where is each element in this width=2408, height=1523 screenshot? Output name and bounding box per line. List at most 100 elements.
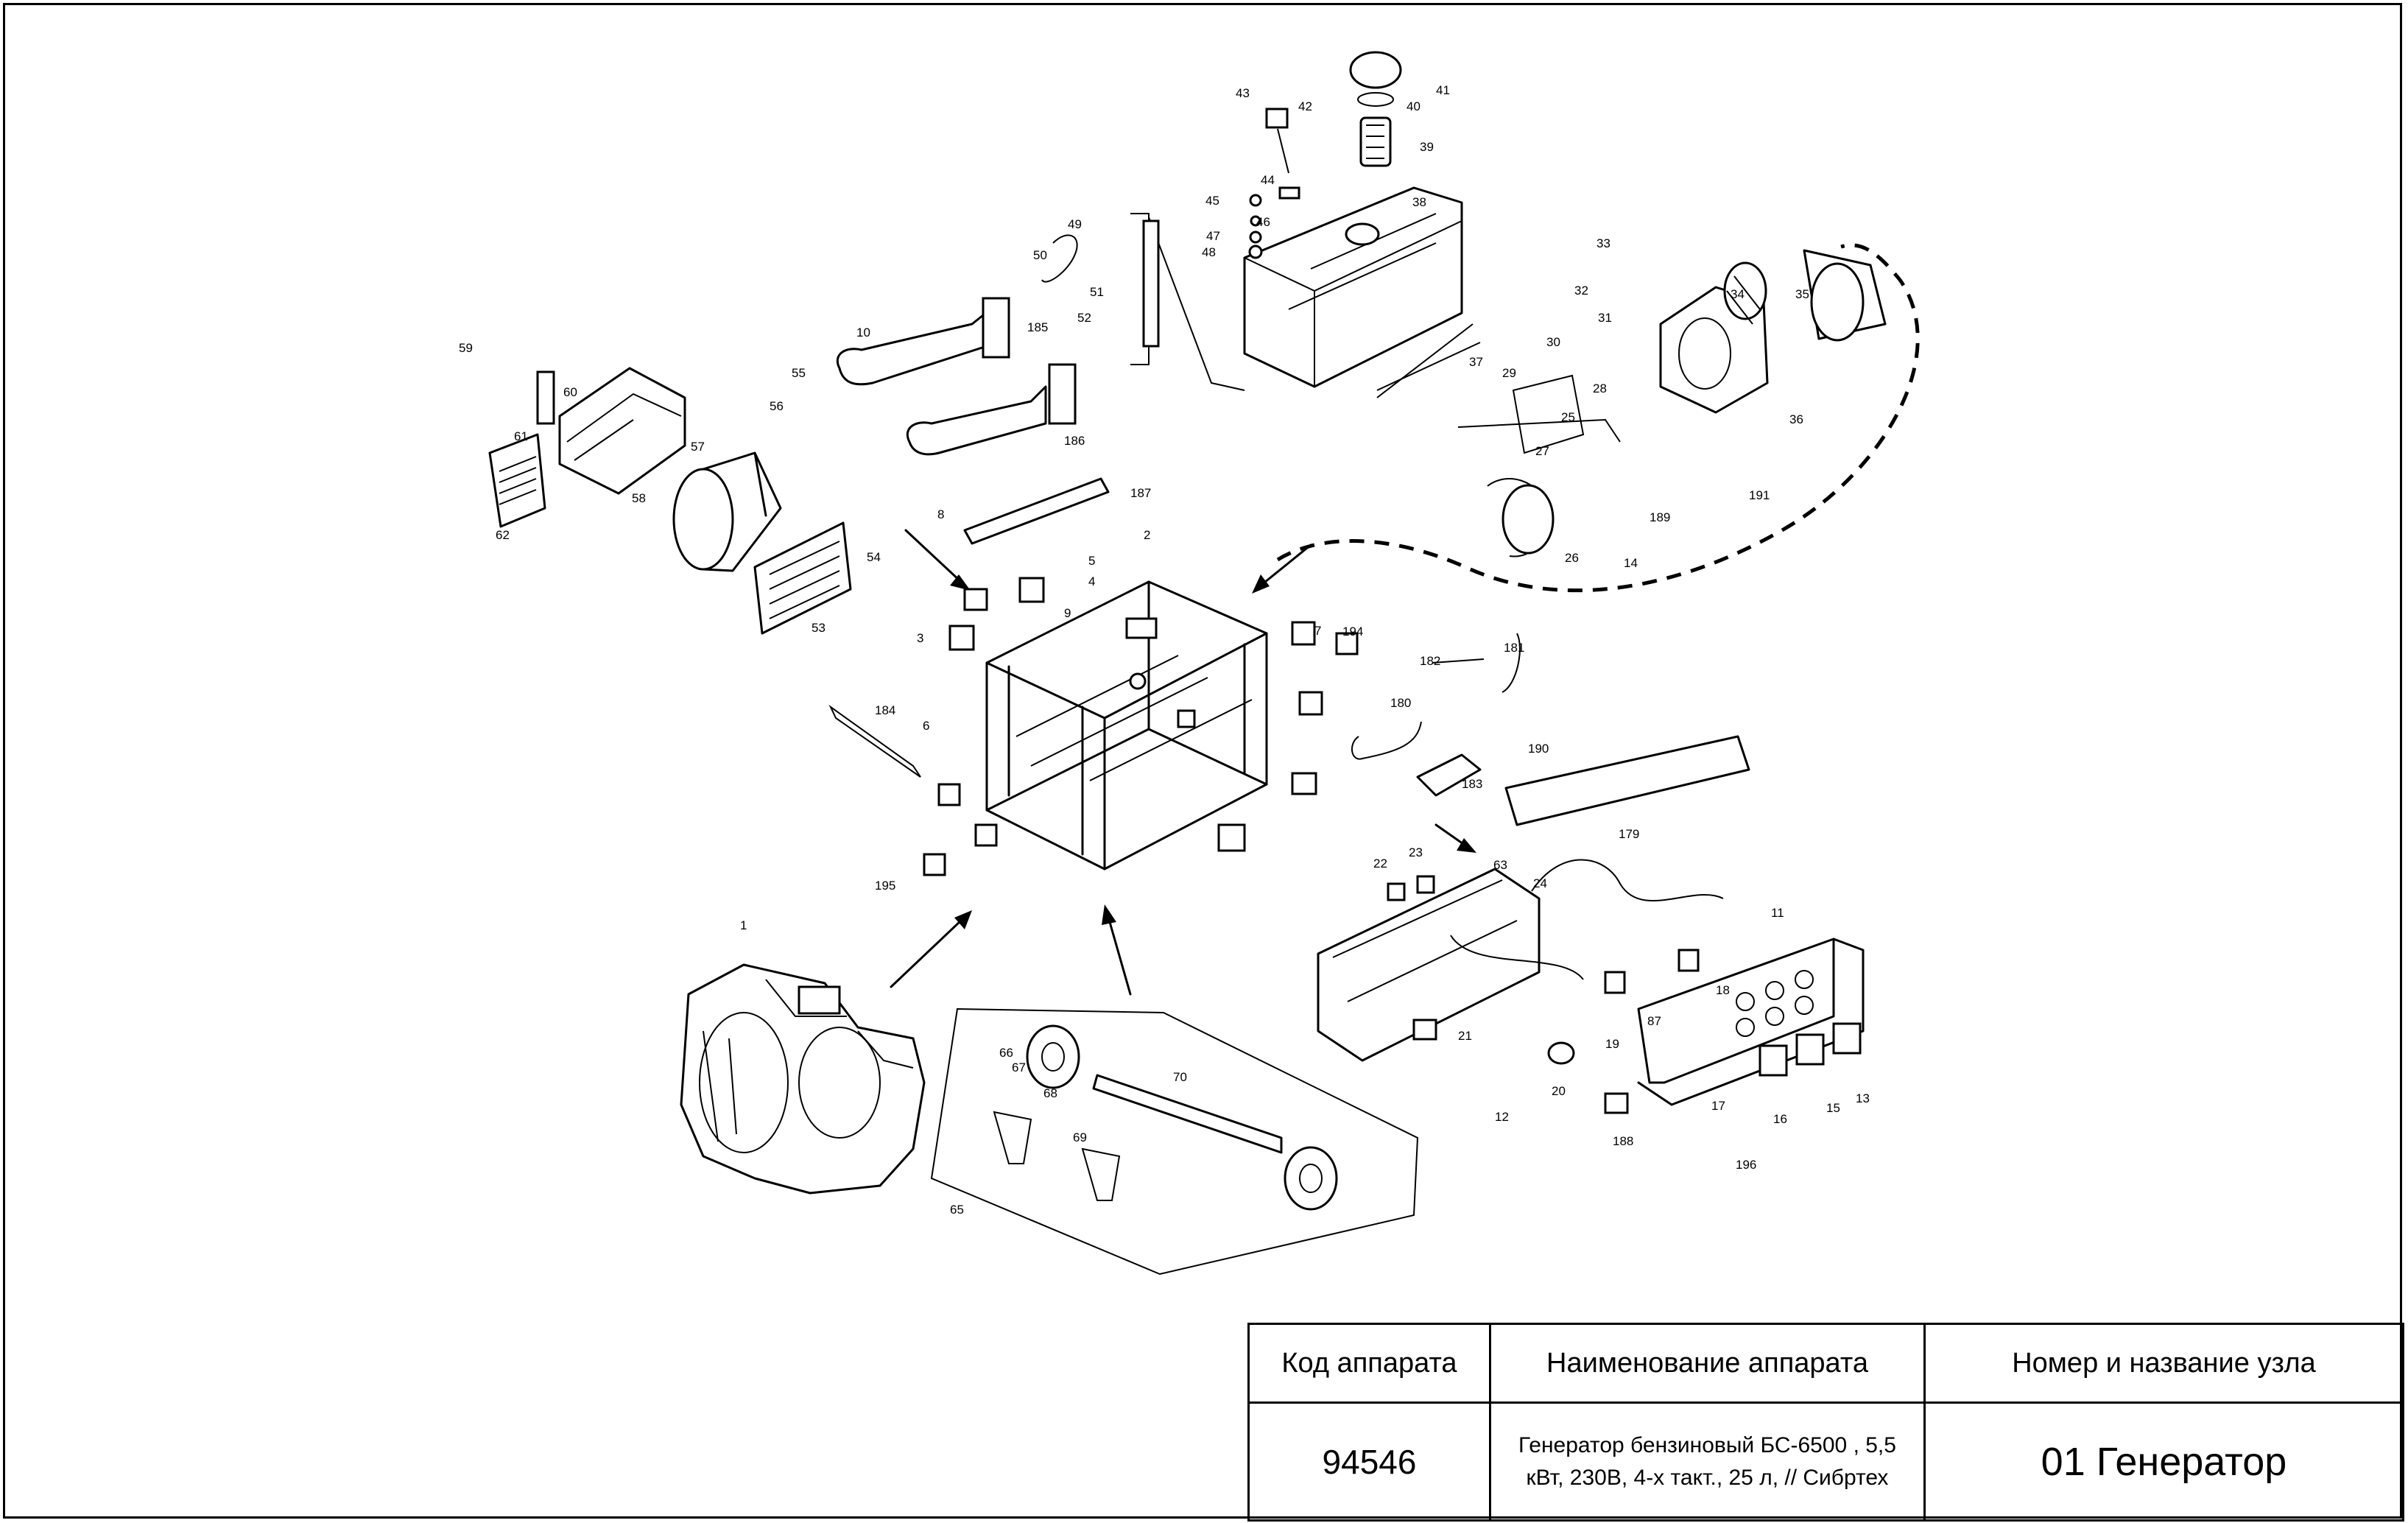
part-label: 42 <box>1298 99 1312 113</box>
part-label: 1 <box>740 918 747 932</box>
part-label: 44 <box>1261 173 1275 187</box>
part-label: 40 <box>1407 99 1420 113</box>
part-label: 181 <box>1504 641 1524 655</box>
part-label: 32 <box>1574 284 1588 298</box>
part-label: 31 <box>1598 311 1612 325</box>
part-label: 22 <box>1373 857 1387 870</box>
device-name: Генератор бензиновый БС-6500 , 5,5 кВт, … <box>1489 1401 1926 1522</box>
part-label: 69 <box>1073 1130 1087 1144</box>
part-label: 8 <box>937 507 944 521</box>
part-label: 6 <box>923 719 929 733</box>
part-label: 196 <box>1736 1158 1756 1172</box>
part-label: 180 <box>1390 696 1411 710</box>
part-label: 38 <box>1412 195 1426 209</box>
drawing-sheet <box>3 3 2402 1519</box>
part-label: 66 <box>999 1046 1013 1060</box>
frame-assembly <box>985 580 1268 870</box>
part-label: 23 <box>1409 845 1423 859</box>
engine-assembly <box>680 963 926 1195</box>
part-label: 65 <box>950 1203 964 1217</box>
part-label: 46 <box>1256 215 1270 229</box>
part-label: 54 <box>867 550 881 564</box>
part-label: 189 <box>1650 510 1670 524</box>
part-label: 49 <box>1068 217 1082 231</box>
part-label: 191 <box>1749 488 1770 502</box>
part-label: 20 <box>1552 1084 1566 1098</box>
part-label: 52 <box>1077 311 1091 325</box>
muffler-assembly <box>488 367 852 635</box>
part-labels: 1 2 3 4 5 6 7 8 9 10 11 12 13 14 15 16 1… <box>459 83 1870 1217</box>
fuel-valve-group <box>1130 108 1300 391</box>
part-label: 33 <box>1596 236 1610 250</box>
part-label: 53 <box>812 621 825 635</box>
part-label: 37 <box>1469 355 1483 369</box>
part-label: 28 <box>1593 381 1607 395</box>
header-device-name: Наименование аппарата <box>1489 1323 1926 1404</box>
assembly-arrows <box>890 243 1920 996</box>
part-label: 61 <box>514 429 528 443</box>
part-label: 30 <box>1546 335 1560 349</box>
part-label: 190 <box>1528 742 1549 756</box>
part-label: 70 <box>1173 1070 1187 1084</box>
part-label: 87 <box>1647 1014 1661 1028</box>
part-label: 4 <box>1088 574 1095 588</box>
handle-assemblies <box>836 234 1078 456</box>
part-label: 34 <box>1731 287 1745 301</box>
part-label: 12 <box>1495 1110 1509 1124</box>
part-label: 51 <box>1090 285 1104 299</box>
part-label: 13 <box>1856 1091 1870 1105</box>
part-label: 5 <box>1088 554 1095 568</box>
part-label: 21 <box>1458 1029 1472 1043</box>
control-panel-assembly <box>1317 859 1865 1114</box>
part-label: 67 <box>1012 1061 1026 1074</box>
part-label: 179 <box>1619 827 1639 841</box>
part-label: 10 <box>856 326 870 340</box>
device-code: 94546 <box>1247 1401 1491 1522</box>
part-label: 27 <box>1535 444 1549 458</box>
part-label: 188 <box>1613 1134 1633 1148</box>
part-label: 24 <box>1533 876 1547 890</box>
part-label: 58 <box>632 491 646 505</box>
part-label: 195 <box>875 879 895 893</box>
fuel-cap-and-filter <box>1349 51 1402 167</box>
part-label: 17 <box>1711 1099 1725 1113</box>
part-label: 187 <box>1130 486 1151 500</box>
part-label: 48 <box>1202 245 1216 259</box>
part-label: 186 <box>1064 434 1085 448</box>
part-label: 39 <box>1420 140 1434 154</box>
part-label: 62 <box>496 528 510 542</box>
part-label: 19 <box>1605 1037 1619 1051</box>
part-label: 11 <box>1771 906 1784 920</box>
part-label: 60 <box>563 385 577 399</box>
part-label: 18 <box>1716 983 1730 997</box>
part-label: 9 <box>1064 606 1071 620</box>
part-label: 3 <box>917 631 923 645</box>
part-label: 14 <box>1624 556 1638 570</box>
part-label: 183 <box>1462 777 1482 791</box>
part-label: 182 <box>1420 654 1440 668</box>
part-label: 15 <box>1826 1101 1840 1115</box>
part-label: 184 <box>875 703 895 717</box>
part-label: 16 <box>1773 1112 1787 1126</box>
fuel-tank <box>1243 186 1474 398</box>
part-label: 57 <box>691 440 705 454</box>
part-label: 47 <box>1206 229 1220 243</box>
part-label: 50 <box>1033 248 1047 262</box>
part-label: 26 <box>1565 551 1579 565</box>
unit-name: 01 Генератор <box>1923 1401 2404 1522</box>
part-label: 56 <box>770 399 784 413</box>
part-label: 68 <box>1043 1086 1057 1100</box>
part-label: 45 <box>1205 194 1219 208</box>
part-label: 55 <box>792 366 806 380</box>
part-label: 43 <box>1236 86 1250 100</box>
part-label: 194 <box>1342 625 1363 639</box>
part-label: 59 <box>459 341 473 355</box>
part-label: 63 <box>1493 858 1507 872</box>
part-label: 7 <box>1314 624 1321 638</box>
part-label: 25 <box>1561 410 1575 424</box>
part-label: 29 <box>1502 366 1516 380</box>
part-label: 36 <box>1789 412 1803 426</box>
misc-brackets <box>828 342 1750 876</box>
header-unit-name: Номер и название узла <box>1923 1323 2404 1404</box>
